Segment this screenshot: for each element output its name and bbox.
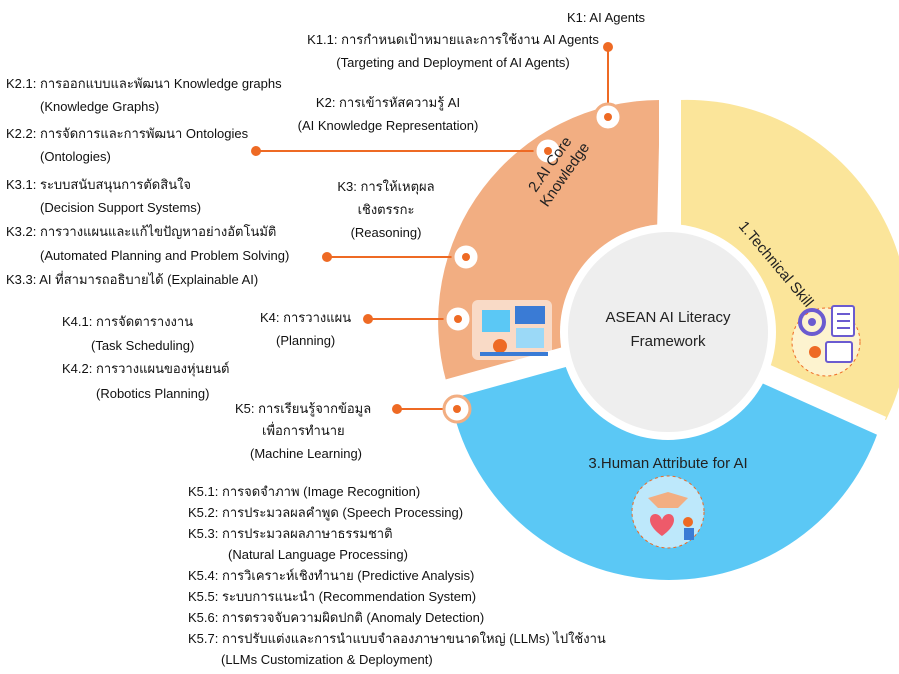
k4-1-label-en: (Task Scheduling) [91, 338, 195, 353]
k2-title-en: (AI Knowledge Representation) [297, 118, 479, 133]
dot-k4 [363, 314, 373, 324]
k4-title-en: (Planning) [276, 333, 336, 348]
k4-2-label: K4.2: การวางแผนของหุ่นยนต์ [62, 361, 230, 376]
k5-7-label-en: (LLMs Customization & Deployment) [221, 652, 433, 667]
k5-3-label: K5.3: การประมวลผลภาษาธรรมชาติ [188, 526, 393, 541]
dot-k3 [322, 252, 332, 262]
k3-1-label: K3.1: ระบบสนับสนุนการตัดสินใจ [6, 177, 192, 192]
center-title-line2: Framework [630, 333, 706, 350]
k3-2-label-en: (Automated Planning and Problem Solving) [40, 248, 290, 263]
center-title-line1: ASEAN AI Literacy [605, 309, 731, 326]
k5-5-label: K5.5: ระบบการแนะนำ (Recommendation Syste… [188, 589, 477, 604]
k5-title-line2: เพื่อการทำนาย [262, 423, 345, 438]
technical-skill-gear-icon [791, 305, 861, 377]
k5-4-label: K5.4: การวิเคราะห์เชิงทำนาย (Predictive … [188, 568, 475, 583]
k2-1-label-en: (Knowledge Graphs) [40, 99, 160, 114]
k5-1-label: K5.1: การจดจำภาพ (Image Recognition) [188, 484, 421, 499]
k3-title-line2: เชิงตรรกะ [357, 202, 415, 217]
k2-2-label: K2.2: การจัดการและการพัฒนา Ontologies [6, 126, 249, 141]
k4-1-label: K4.1: การจัดตารางงาน [62, 314, 194, 329]
k1-title: K1: AI Agents [567, 10, 646, 25]
dot-k2 [251, 146, 261, 156]
k5-title-en: (Machine Learning) [250, 446, 363, 461]
k5-6-label: K5.6: การตรวจจับความผิดปกติ (Anomaly Det… [188, 610, 485, 625]
k5-2-label: K5.2: การประมวลผลคำพูด (Speech Processin… [188, 505, 464, 520]
segment-label-human-attribute: 3.Human Attribute for AI [588, 455, 748, 472]
k5-title-line1: K5: การเรียนรู้จากข้อมูล [235, 401, 372, 416]
k3-1-label-en: (Decision Support Systems) [40, 200, 202, 215]
k3-title-en: (Reasoning) [350, 225, 422, 240]
center-title: ASEAN AI Literacy Framework [605, 306, 730, 354]
human-attribute-handshake-icon [631, 475, 705, 549]
k3-2-label: K3.2: การวางแผนและแก้ไขปัญหาอย่างอัตโนมั… [6, 224, 277, 239]
k5-3-label-en: (Natural Language Processing) [228, 547, 408, 562]
k3-3-label: K3.3: AI ที่สามารถอธิบายได้ (Explainable… [6, 272, 259, 287]
k2-2-label-en: (Ontologies) [40, 149, 111, 164]
k4-2-label-en: (Robotics Planning) [96, 386, 210, 401]
k2-title: K2: การเข้ารหัสความรู้ AI [315, 95, 461, 110]
ai-core-illustration-icon [472, 300, 552, 360]
dot-k5 [392, 404, 402, 414]
k2-1-label: K2.1: การออกแบบและพัฒนา Knowledge graphs [6, 76, 282, 91]
k5-7-label: K5.7: การปรับแต่งและการนำแบบจำลองภาษาขนา… [188, 631, 606, 646]
k1-1-label-en: (Targeting and Deployment of AI Agents) [336, 55, 570, 70]
k1-1-label: K1.1: การกำหนดเป้าหมายและการใช้งาน AI Ag… [307, 32, 599, 47]
k3-title-line1: K3: การให้เหตุผล [337, 179, 435, 194]
k4-title: K4: การวางแผน [260, 310, 352, 325]
dot-k1 [603, 42, 613, 52]
segment-human-attribute [450, 338, 878, 580]
